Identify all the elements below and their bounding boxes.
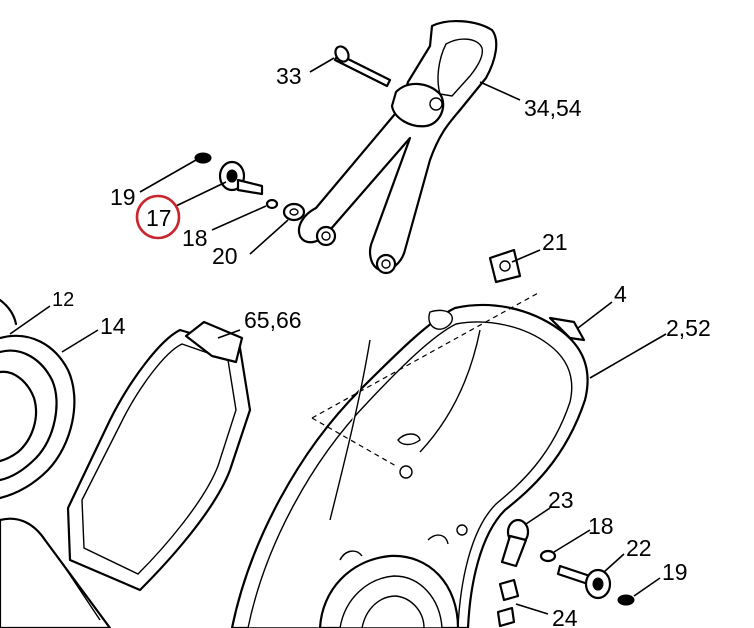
part-18-bottom-washer	[539, 549, 557, 563]
leader-lines	[9, 57, 667, 615]
callout-22: 22	[626, 535, 652, 561]
callout-2-52: 2,52	[666, 315, 711, 341]
part-17-collar-screw	[218, 160, 264, 196]
part-22-collar-screw	[556, 564, 612, 600]
callout-4: 4	[614, 281, 627, 307]
highlight-circle-17	[135, 194, 181, 240]
part-19-bottom-screw	[617, 594, 635, 606]
callout-24: 24	[552, 605, 578, 628]
callout-19-top: 19	[110, 184, 136, 210]
callout-18-bottom: 18	[588, 513, 614, 539]
part-2-52-cover	[230, 291, 589, 628]
callout-12: 12	[52, 289, 74, 311]
callout-65-66: 65,66	[244, 307, 302, 333]
part-34-54-arm	[297, 19, 498, 275]
callout-34-54: 34,54	[524, 95, 582, 121]
callout-labels: 33 34,54 19 17 18 20 21 12 14 65,66 4 2,…	[52, 63, 711, 628]
part-21-nut	[488, 248, 522, 284]
part-12-housing	[0, 298, 76, 500]
part-33-bolt	[333, 45, 392, 88]
callout-19-bottom: 19	[662, 559, 688, 585]
part-18-top-washer	[265, 198, 279, 210]
callout-33: 33	[276, 63, 302, 89]
part-20-washer	[282, 202, 306, 222]
callout-23: 23	[548, 487, 574, 513]
part-65-66-insert	[184, 320, 244, 364]
callout-18-top: 18	[182, 225, 208, 251]
callout-20: 20	[212, 243, 238, 269]
part-19-top-screw	[194, 152, 212, 164]
part-24-nut	[496, 578, 520, 628]
part-23-sleeve	[500, 518, 530, 568]
callout-17: 17	[146, 205, 172, 231]
part-4-clip	[548, 316, 586, 342]
callout-21: 21	[542, 229, 568, 255]
part-14-gasket	[0, 328, 252, 628]
callout-14: 14	[100, 313, 126, 339]
